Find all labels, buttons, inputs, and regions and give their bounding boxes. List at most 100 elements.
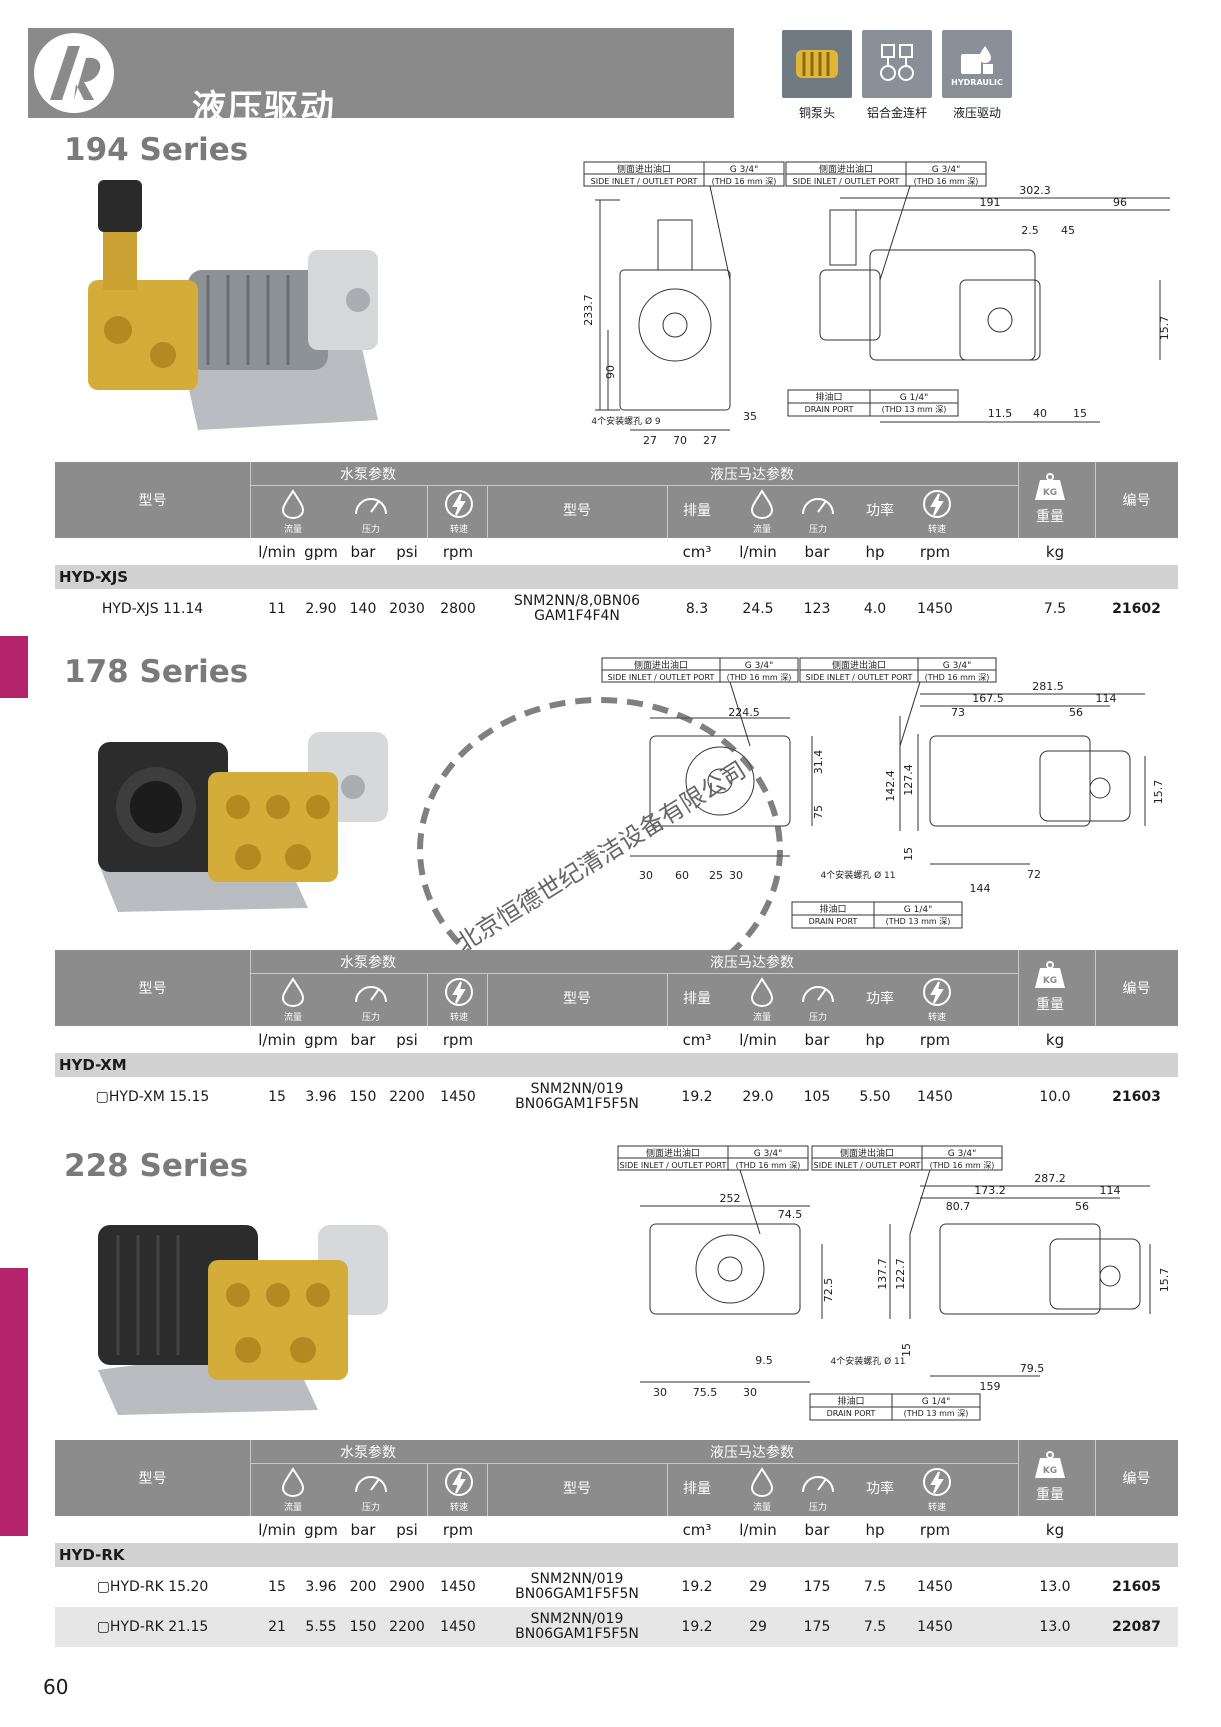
thread-label: G 3/4" — [932, 165, 960, 175]
cell-gpm: 5.55 — [305, 1618, 337, 1635]
unit: bar — [350, 1031, 376, 1049]
motor-model-line2: GAM1F4F4N — [534, 608, 620, 624]
dimension: 114 — [1096, 692, 1117, 705]
port-label-en: SIDE INLET / OUTLET PORT — [620, 1161, 727, 1170]
col-divider — [1018, 950, 1019, 1026]
cell-cm3: 19.2 — [681, 1618, 713, 1635]
cell-bar: 150 — [349, 1618, 377, 1635]
speed-icon: 转速 — [907, 976, 967, 1023]
cell-psi: 2900 — [389, 1578, 425, 1595]
feature-label: 铝合金连杆 — [866, 106, 927, 120]
page-number: 60 — [43, 1675, 69, 1699]
col-divider — [1018, 1440, 1019, 1516]
cell-hrpm: 1450 — [917, 600, 953, 617]
dimension: 15.7 — [1152, 780, 1165, 805]
dimension: 15.7 — [1158, 316, 1171, 341]
units-row: l/min gpm bar psi rpm cm³ l/min bar hp r… — [55, 1026, 1178, 1053]
col-displacement: 排量 — [683, 1481, 711, 1497]
unit: rpm — [919, 1521, 951, 1539]
cell-cm3: 8.3 — [685, 600, 709, 617]
col-divider — [1095, 1440, 1096, 1516]
icon-caption: 转速 — [449, 525, 468, 535]
group-divider — [251, 485, 1018, 486]
dimension: 75.5 — [693, 1386, 718, 1399]
unit: l/min — [258, 1521, 296, 1539]
dimension: 31.4 — [812, 750, 825, 775]
cell-rpm: 2800 — [440, 600, 476, 617]
dimension: 72 — [1027, 868, 1041, 881]
unit: kg — [1045, 543, 1065, 561]
table-header: 型号 水泵参数 液压马达参数 流量 压力 转速 型号 排量 流量 压力 功率 转… — [55, 462, 1178, 538]
cell-model: ▢HYD-RK 15.20 — [96, 1578, 209, 1595]
cell-kg: 10.0 — [1039, 1088, 1071, 1105]
feature-conrod: 铝合金连杆 — [862, 30, 932, 121]
col-motor-model: 型号 — [563, 991, 591, 1007]
pump-photo-228 — [78, 1205, 398, 1419]
drain-label-cn: 排油口 — [819, 903, 846, 915]
dimension: 11.5 — [988, 407, 1013, 420]
cell-cm3: 19.2 — [681, 1088, 713, 1105]
dimension: 252 — [720, 1192, 741, 1205]
thread-depth: (THD 16 mm 深) — [736, 1161, 801, 1170]
col-displacement: 排量 — [683, 991, 711, 1007]
side-tab-marker — [0, 1268, 28, 1536]
col-code: 编号 — [1122, 1471, 1151, 1487]
cell-hrpm: 1450 — [917, 1578, 953, 1595]
cell-hp: 4.0 — [863, 600, 887, 617]
flow-icon: 流量 — [732, 1466, 792, 1513]
port-label-cn: 侧面进出油口 — [634, 659, 688, 671]
col-divider — [487, 486, 488, 538]
col-divider — [667, 486, 668, 538]
icon-caption: 流量 — [752, 1013, 771, 1023]
drain-label-cn: 排油口 — [815, 391, 842, 403]
port-label-en: SIDE INLET / OUTLET PORT — [793, 177, 900, 186]
hydraulic-group-header: 液压马达参数 — [710, 1445, 794, 1461]
cell-lmin: 15 — [268, 1088, 286, 1105]
dimension: 9.5 — [755, 1354, 773, 1367]
pressure-icon: 压力 — [788, 1466, 848, 1513]
port-label-en: SIDE INLET / OUTLET PORT — [814, 1161, 921, 1170]
thread-label: G 1/4" — [922, 1397, 950, 1407]
thread-label: G 3/4" — [745, 661, 773, 671]
icon-caption: 压力 — [361, 1013, 380, 1023]
unit: rpm — [442, 1521, 474, 1539]
dimension: 73 — [951, 706, 965, 719]
col-divider — [250, 950, 251, 1026]
dimension: 27 — [703, 434, 717, 447]
thread-label: G 3/4" — [943, 661, 971, 671]
cell-psi: 2030 — [389, 600, 425, 617]
weight-badge-text: KG — [1043, 1466, 1057, 1476]
unit: bar — [804, 1521, 830, 1539]
unit: l/min — [258, 1031, 296, 1049]
table-row: HYD-XJS 11.14 11 2.90 140 2030 2800 SNM2… — [55, 589, 1178, 629]
cell-lmin: 21 — [268, 1618, 286, 1635]
mount-holes-label: 4个安装螺孔 Ø 9 — [591, 415, 661, 427]
thread-depth: (THD 13 mm 深) — [886, 917, 951, 926]
unit: psi — [396, 1521, 418, 1539]
table-header: 型号 水泵参数 液压马达参数 流量 压力 转速 型号 排量 流量 压力 功率 转… — [55, 1440, 1178, 1516]
drain-label-en: DRAIN PORT — [809, 917, 858, 926]
dimension: 224.5 — [728, 706, 760, 719]
table-row: ▢HYD-RK 21.15 21 5.55 150 2200 1450 SNM2… — [55, 1607, 1178, 1647]
pressure-icon: 压力 — [788, 488, 848, 535]
cell-code: 21605 — [1112, 1578, 1161, 1595]
dimension: 90 — [604, 365, 617, 379]
dimension: 122.7 — [894, 1258, 907, 1290]
thread-depth: (THD 16 mm 深) — [727, 673, 792, 682]
table-row: ▢HYD-XM 15.15 15 3.96 150 2200 1450 SNM2… — [55, 1077, 1178, 1117]
col-divider — [487, 1464, 488, 1516]
weight-badge-text: KG — [1043, 488, 1057, 498]
flow-icon: 流量 — [732, 976, 792, 1023]
unit: bar — [350, 1521, 376, 1539]
motor-model-line1: SNM2NN/8,0BN06 — [513, 593, 641, 609]
dimension: 15.7 — [1158, 1268, 1171, 1293]
cell-hrpm: 1450 — [917, 1618, 953, 1635]
speed-icon: 转速 — [429, 976, 489, 1023]
model-group-row: HYD-XJS — [55, 565, 1178, 589]
col-power: 功率 — [866, 991, 894, 1007]
col-divider — [667, 1464, 668, 1516]
hydraulic-group-header: 液压马达参数 — [710, 955, 794, 971]
